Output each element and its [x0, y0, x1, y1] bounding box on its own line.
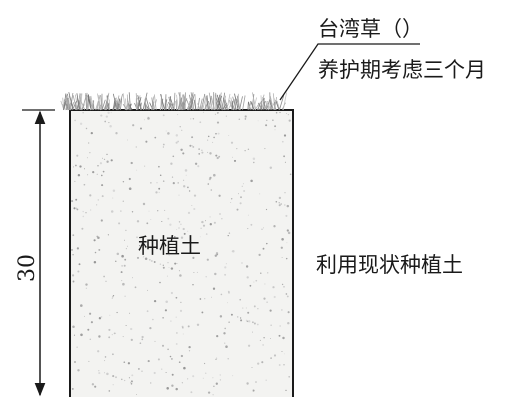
soil-texture: [71, 111, 292, 396]
annotation-grass-label: 台湾草（）: [318, 17, 423, 41]
dimension-value: 30: [15, 254, 40, 282]
depth-dimension: 30: [15, 109, 55, 397]
annotation-maintenance-note: 养护期考虑三个月: [318, 58, 486, 82]
grass-layer: [60, 91, 287, 111]
annotation-leader-line: [279, 43, 420, 101]
side-note: 利用现状种植土: [316, 253, 463, 277]
soil-label: 种植土: [138, 234, 201, 258]
